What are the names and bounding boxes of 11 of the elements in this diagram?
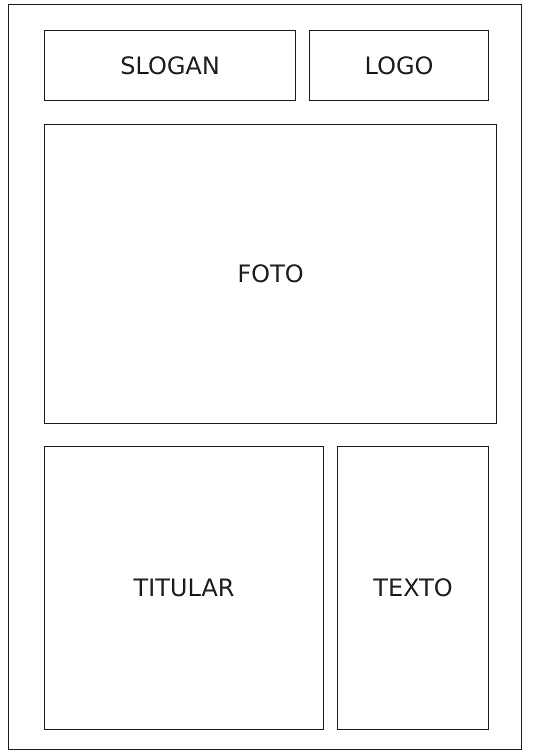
layout-box (337, 446, 489, 730)
layout-box (44, 446, 324, 730)
box-label: SLOGAN (120, 52, 220, 80)
layout-box (44, 30, 296, 101)
box-label: FOTO (237, 260, 304, 288)
page-frame (8, 4, 522, 750)
layout-box (44, 124, 497, 424)
box-label: TITULAR (134, 574, 234, 602)
box-label: LOGO (364, 52, 434, 80)
layout-box (309, 30, 489, 101)
box-label: TEXTO (373, 574, 453, 602)
